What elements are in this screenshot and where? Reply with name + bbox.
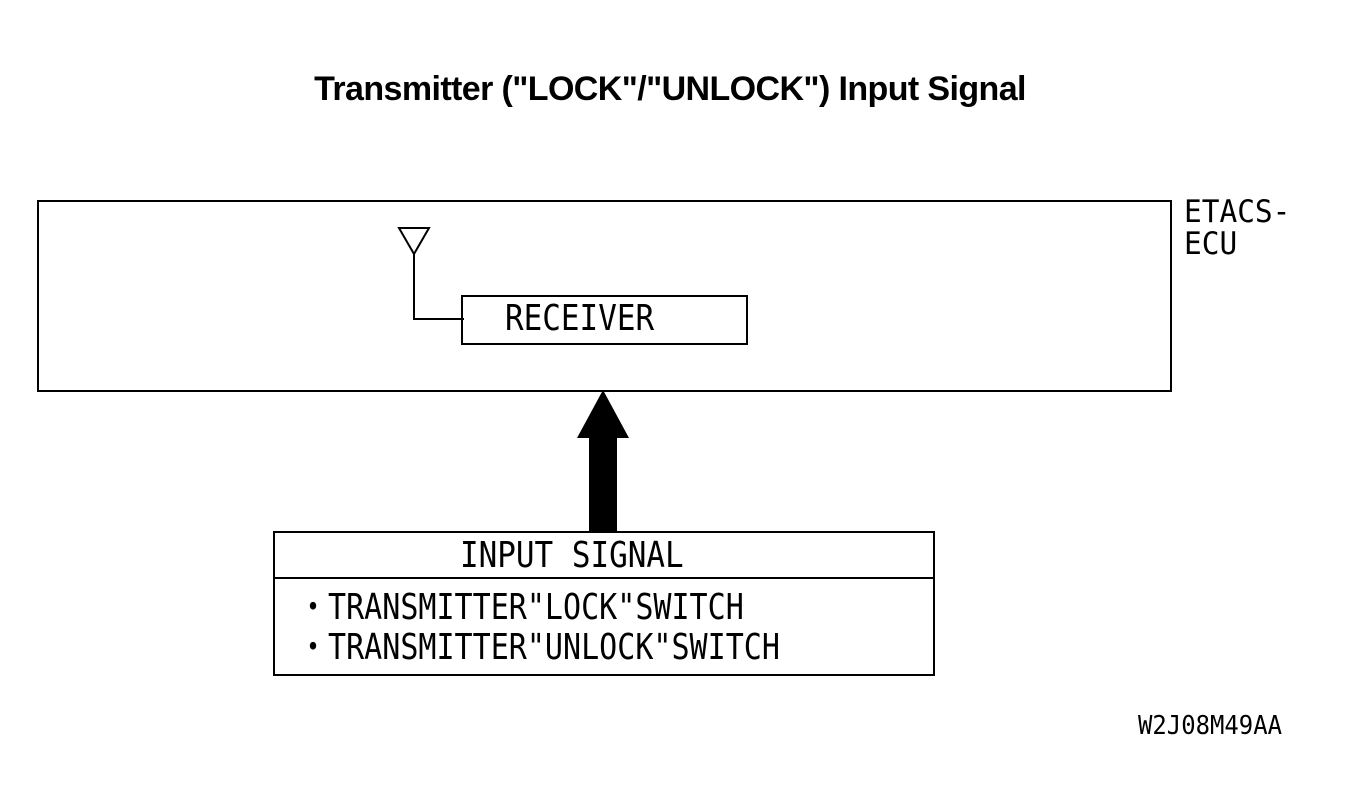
figure-code: W2J08M49AA — [1138, 711, 1283, 741]
input-item-unlock: ・TRANSMITTER"UNLOCK"SWITCH — [298, 627, 780, 668]
input-signal-divider — [273, 577, 933, 579]
receiver-box — [461, 295, 748, 345]
diagram-title: Transmitter ("LOCK"/"UNLOCK") Input Sign… — [314, 70, 1026, 108]
antenna-icon — [397, 227, 464, 320]
input-signal-header: INPUT SIGNAL — [460, 535, 684, 576]
ecu-label: ETACS- ECU — [1184, 196, 1290, 260]
receiver-label: RECEIVER — [505, 298, 655, 339]
etacs-ecu-box — [37, 200, 1172, 392]
input-signal-box — [273, 531, 935, 676]
arrow-up-icon — [577, 390, 629, 532]
ecu-label-line1: ETACS- — [1184, 194, 1291, 230]
ecu-label-line2: ECU — [1184, 226, 1238, 262]
input-item-lock: ・TRANSMITTER"LOCK"SWITCH — [298, 587, 744, 628]
